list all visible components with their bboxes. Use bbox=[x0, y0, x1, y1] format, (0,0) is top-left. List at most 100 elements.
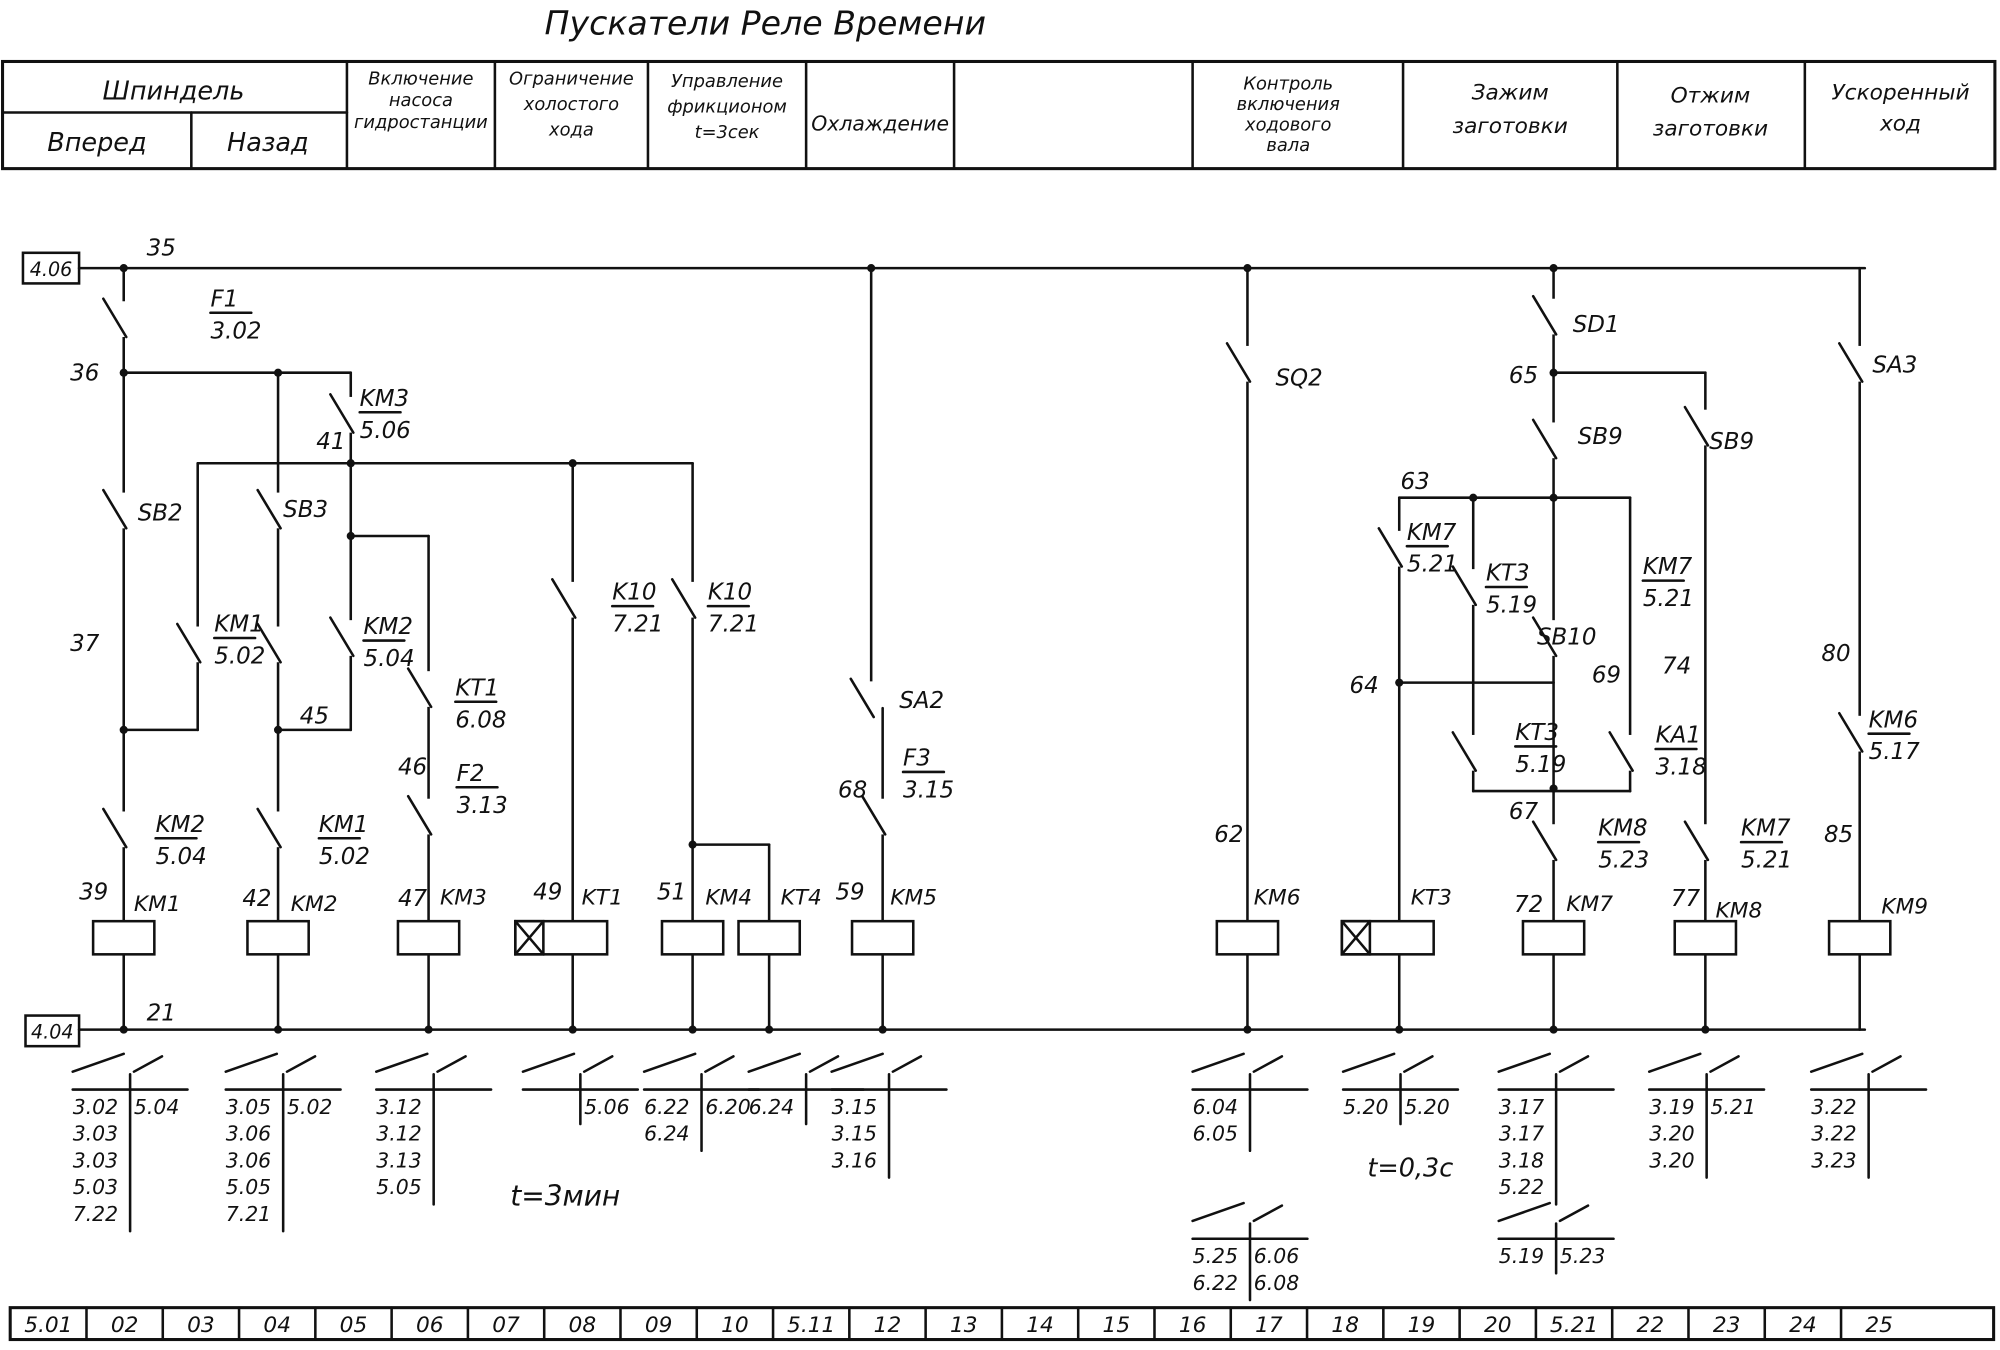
contact-gap bbox=[424, 798, 433, 835]
contact-gap bbox=[1701, 409, 1710, 446]
header-friction: Управление bbox=[671, 71, 783, 92]
xref-no-value: 5.05 bbox=[226, 1175, 271, 1199]
component-ref: 5.21 bbox=[1741, 848, 1792, 874]
contact-blade bbox=[329, 616, 355, 658]
junction-dot bbox=[119, 368, 128, 377]
component-label: KM7 bbox=[1407, 520, 1457, 546]
xref-nc-value: 5.04 bbox=[134, 1095, 179, 1119]
nc-contact-symbol bbox=[582, 1055, 614, 1073]
xref-no-value: 3.15 bbox=[832, 1095, 877, 1119]
column-number: 05 bbox=[340, 1313, 368, 1338]
bus-bottom-label: 4.04 bbox=[31, 1021, 74, 1044]
node-number: 77 bbox=[1671, 886, 1701, 912]
coil-km3 bbox=[396, 919, 461, 956]
no-contact-symbol bbox=[1809, 1052, 1864, 1073]
column-number: 17 bbox=[1255, 1313, 1283, 1338]
component-label: SB3 bbox=[283, 497, 328, 523]
contact-gap bbox=[1549, 298, 1558, 335]
column-number: 5.11 bbox=[787, 1313, 835, 1338]
header-shaft-control: ходового bbox=[1244, 114, 1332, 135]
delay-coil-icon bbox=[514, 919, 545, 956]
junction-dot bbox=[568, 1025, 577, 1034]
junction-dot bbox=[346, 531, 355, 541]
header-clamp: заготовки bbox=[1453, 114, 1568, 139]
header-forward: Вперед bbox=[47, 128, 146, 158]
contact-gap bbox=[688, 581, 697, 618]
component-label: F1 bbox=[210, 286, 238, 312]
component-label: KM2 bbox=[364, 614, 413, 640]
component-ref: 5.21 bbox=[1643, 586, 1694, 612]
node-number: 49 bbox=[533, 879, 562, 905]
xref-nc-value: 5.21 bbox=[1710, 1095, 1755, 1119]
node-number: 65 bbox=[1509, 363, 1538, 389]
contact-gap bbox=[193, 626, 202, 663]
node-number: 47 bbox=[398, 886, 428, 912]
contact-gap bbox=[1549, 422, 1558, 459]
component-ref: 6.08 bbox=[455, 707, 506, 733]
contact-gap bbox=[346, 396, 355, 433]
header-backward: Назад bbox=[227, 128, 309, 158]
junction-dot bbox=[1469, 493, 1478, 502]
header-idle-limit: Ограничение bbox=[509, 68, 634, 89]
xref-no-value: 3.23 bbox=[1811, 1148, 1856, 1172]
coil-km7 bbox=[1521, 919, 1586, 956]
coil-km1 bbox=[91, 919, 156, 956]
xref-no-value: 7.22 bbox=[73, 1202, 118, 1226]
no-contact-symbol bbox=[1191, 1052, 1245, 1073]
contact-blade bbox=[256, 807, 282, 849]
component-ref: 5.04 bbox=[364, 646, 415, 672]
no-contact-symbol bbox=[521, 1052, 576, 1073]
xref-no-value: 5.19 bbox=[1499, 1244, 1544, 1268]
column-number: 15 bbox=[1103, 1313, 1131, 1338]
header-friction: t=3сек bbox=[695, 122, 760, 143]
coil-label: KT3 bbox=[1411, 886, 1452, 911]
xref-no-value: 3.16 bbox=[832, 1148, 877, 1172]
xref-no-value: 6.22 bbox=[644, 1095, 689, 1119]
contact-gap bbox=[1243, 345, 1252, 382]
contact-blade bbox=[1225, 342, 1252, 383]
no-contact-symbol bbox=[375, 1052, 429, 1073]
no-contact-symbol bbox=[1497, 1201, 1552, 1223]
bus-top-label: 4.06 bbox=[30, 258, 73, 281]
xref-nc-value: 5.02 bbox=[287, 1095, 332, 1119]
column-number: 24 bbox=[1789, 1313, 1817, 1338]
node-number: 69 bbox=[1592, 663, 1621, 689]
xref-no-value: 3.17 bbox=[1499, 1095, 1544, 1119]
xref-nc-value: 6.06 bbox=[1254, 1244, 1299, 1268]
contact-gap bbox=[274, 492, 282, 529]
component-label: KA1 bbox=[1656, 723, 1701, 749]
junction-dot bbox=[1243, 264, 1252, 273]
header-spindle: Шпиндель bbox=[103, 77, 245, 107]
component-label: KM8 bbox=[1598, 816, 1647, 842]
contact-blade bbox=[1531, 418, 1558, 460]
junction-dot bbox=[1549, 784, 1558, 793]
xref-no-value: 5.20 bbox=[1343, 1095, 1388, 1119]
node-number: 45 bbox=[300, 703, 329, 729]
contact-blade bbox=[329, 393, 355, 434]
nc-contact-symbol bbox=[704, 1055, 735, 1073]
contact-gap bbox=[119, 492, 128, 529]
column-number: 5.21 bbox=[1550, 1313, 1598, 1338]
junction-dot bbox=[273, 725, 283, 734]
column-number: 12 bbox=[874, 1313, 902, 1338]
component-ref: 5.23 bbox=[1598, 848, 1649, 874]
contact-blade bbox=[102, 807, 128, 849]
contact-blade bbox=[1531, 616, 1558, 658]
component-label: KM1 bbox=[214, 612, 263, 638]
junction-dot bbox=[119, 1025, 128, 1034]
coil-km2 bbox=[246, 919, 310, 956]
contact-blade bbox=[849, 677, 875, 719]
coil-label: KM3 bbox=[440, 886, 487, 911]
xref-no-value: 6.24 bbox=[749, 1095, 794, 1119]
contact-blade bbox=[670, 578, 697, 619]
node-number: 36 bbox=[70, 360, 99, 386]
xref-no-value: 3.18 bbox=[1499, 1148, 1544, 1172]
xref-no-value: 7.21 bbox=[226, 1202, 271, 1226]
coil-km9 bbox=[1827, 919, 1892, 956]
header-unclamp: Отжим bbox=[1671, 83, 1751, 108]
column-number: 19 bbox=[1408, 1313, 1436, 1338]
xref-no-value: 3.13 bbox=[376, 1148, 421, 1172]
contact-blade bbox=[256, 622, 282, 664]
component-label: SA3 bbox=[1872, 353, 1917, 379]
